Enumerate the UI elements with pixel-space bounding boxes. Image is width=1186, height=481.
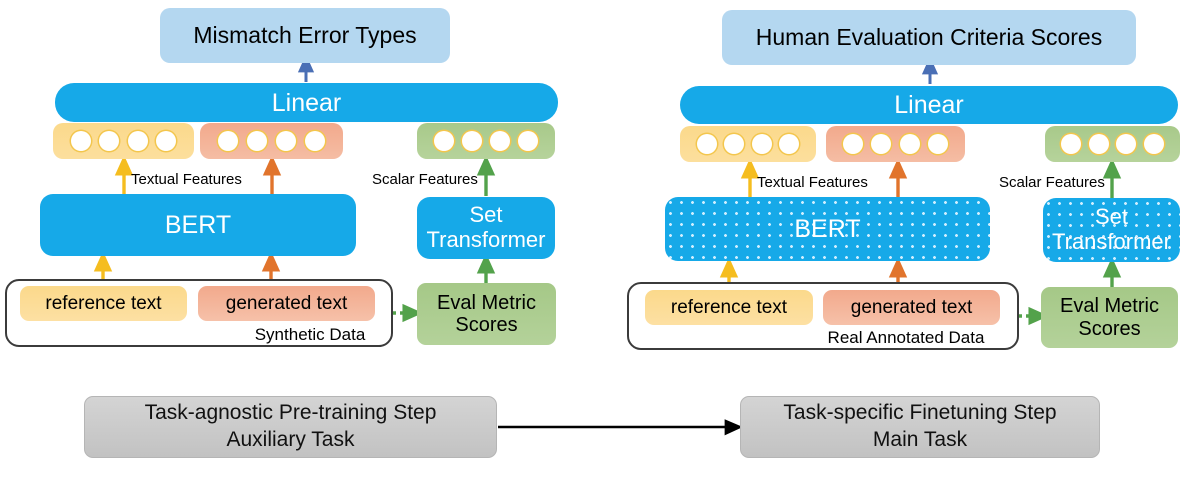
token-dot — [462, 131, 482, 151]
step-pretraining: Task-agnostic Pre-training Step Auxiliar… — [84, 396, 497, 458]
token-dot — [99, 131, 120, 151]
token-dot — [724, 134, 745, 154]
set-transformer-label-line1: Set — [1094, 204, 1129, 230]
textual-feature-tokens-a-right — [680, 126, 816, 162]
scalar-features-label-left: Scalar Features — [372, 171, 478, 188]
reference-text-label: reference text — [670, 296, 788, 318]
linear-label: Linear — [271, 88, 342, 117]
set-transformer-label-line2: Transformer — [426, 227, 546, 252]
step-pretraining-line1: Task-agnostic Pre-training Step — [144, 401, 437, 425]
token-dot — [843, 134, 864, 154]
textual-feature-tokens-a-left — [53, 123, 194, 159]
set-transformer-label-line2: Transformer — [1052, 229, 1171, 254]
data-container-label-synthetic: Synthetic Data — [254, 325, 366, 344]
token-dot — [779, 134, 800, 154]
step-pretraining-line2: Auxiliary Task — [226, 428, 355, 451]
token-dot — [276, 131, 296, 151]
bert-encoder-right: BERT — [665, 197, 990, 261]
textual-feature-tokens-b-right — [826, 126, 965, 162]
token-dot — [434, 131, 454, 151]
eval-metric-scores-left: Eval Metric Scores — [417, 283, 556, 345]
token-dot — [899, 134, 920, 154]
token-dot — [871, 134, 892, 154]
textual-feature-tokens-b-left — [200, 123, 343, 159]
eval-metric-scores-right: Eval Metric Scores — [1041, 287, 1178, 348]
output-box-human-evaluation-criteria-scores: Human Evaluation Criteria Scores — [722, 10, 1136, 65]
eval-metric-line2: Scores — [455, 314, 518, 336]
set-transformer-label-line1: Set — [469, 202, 503, 228]
token-dot — [127, 131, 148, 151]
token-dot — [927, 134, 948, 154]
reference-text-label: reference text — [45, 292, 162, 314]
scalar-feature-tokens-left — [417, 123, 555, 159]
textual-features-label-right: Textual Features — [757, 174, 868, 191]
token-dot — [751, 134, 772, 154]
token-dot — [218, 131, 238, 151]
bert-encoder-left: BERT — [40, 194, 356, 256]
set-transformer-right: Set Transformer — [1043, 198, 1180, 262]
output-box-mismatch-error-types: Mismatch Error Types — [160, 8, 450, 63]
token-dot — [247, 131, 267, 151]
token-dot — [1116, 134, 1137, 154]
linear-layer-right: Linear — [680, 86, 1178, 124]
generated-text-label: generated text — [225, 292, 348, 314]
generated-text-chip-right: generated text — [823, 290, 1000, 325]
textual-features-label-left: Textual Features — [131, 171, 242, 188]
eval-metric-line1: Eval Metric — [437, 291, 536, 314]
data-container-label-real-annotated: Real Annotated Data — [827, 328, 985, 347]
token-dot — [305, 131, 325, 151]
token-dot — [696, 134, 717, 154]
output-label: Mismatch Error Types — [193, 21, 417, 48]
generated-text-label: generated text — [850, 296, 973, 318]
token-dot — [70, 131, 91, 151]
linear-label: Linear — [894, 91, 964, 119]
reference-text-chip-left: reference text — [20, 286, 187, 321]
scalar-feature-tokens-right — [1045, 126, 1180, 162]
linear-layer-left: Linear — [55, 83, 558, 122]
bert-label: BERT — [794, 215, 861, 243]
eval-metric-line2: Scores — [1078, 317, 1141, 340]
bert-label: BERT — [164, 211, 232, 239]
token-dot — [490, 131, 510, 151]
token-dot — [518, 131, 538, 151]
token-dot — [1061, 134, 1082, 154]
step-finetuning-line1: Task-specific Finetuning Step — [783, 401, 1057, 425]
eval-metric-line1: Eval Metric — [1060, 295, 1159, 318]
token-dot — [156, 131, 177, 151]
reference-text-chip-right: reference text — [645, 290, 813, 325]
step-finetuning: Task-specific Finetuning Step Main Task — [740, 396, 1100, 458]
step-finetuning-line2: Main Task — [872, 428, 968, 451]
set-transformer-left: Set Transformer — [417, 197, 555, 259]
generated-text-chip-left: generated text — [198, 286, 375, 321]
scalar-features-label-right: Scalar Features — [999, 174, 1105, 191]
token-dot — [1088, 134, 1109, 154]
token-dot — [1143, 134, 1164, 154]
output-label: Human Evaluation Criteria Scores — [755, 23, 1103, 50]
